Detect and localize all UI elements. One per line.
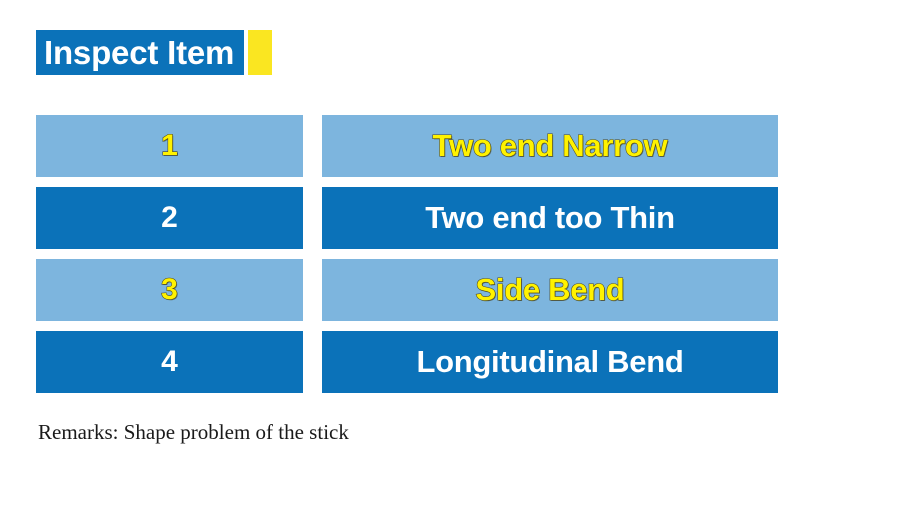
row-label-cell: Two end Narrow	[322, 115, 778, 177]
row-label-cell: Side Bend	[322, 259, 778, 321]
title-accent-block	[248, 30, 273, 75]
row-number-cell: 3	[36, 259, 303, 321]
row-number-text: 1	[161, 128, 179, 162]
inspect-item-table: 1 Two end Narrow 2 Two end too Thin 3 Si…	[36, 115, 778, 393]
row-number-text: 3	[161, 272, 179, 306]
row-number-cell: 1	[36, 115, 303, 177]
table-row: 1 Two end Narrow	[36, 115, 778, 177]
row-label-text: Side Bend	[475, 271, 625, 307]
table-row: 4 Longitudinal Bend	[36, 331, 778, 393]
row-number-cell: 2	[36, 187, 303, 249]
row-label-text: Two end Narrow	[432, 127, 668, 163]
row-label-text: Two end too Thin	[425, 200, 675, 235]
row-number-text: 4	[161, 345, 178, 378]
row-number-cell: 4	[36, 331, 303, 393]
table-row: 2 Two end too Thin	[36, 187, 778, 249]
row-label-cell: Longitudinal Bend	[322, 331, 778, 393]
row-number-text: 2	[161, 201, 178, 234]
row-label-cell: Two end too Thin	[322, 187, 778, 249]
remarks-text: Remarks: Shape problem of the stick	[38, 420, 349, 444]
page-title: Inspect Item	[36, 30, 245, 75]
row-label-text: Longitudinal Bend	[416, 344, 684, 379]
table-row: 3 Side Bend	[36, 259, 778, 321]
slide-title-group: Inspect Item	[36, 30, 273, 75]
